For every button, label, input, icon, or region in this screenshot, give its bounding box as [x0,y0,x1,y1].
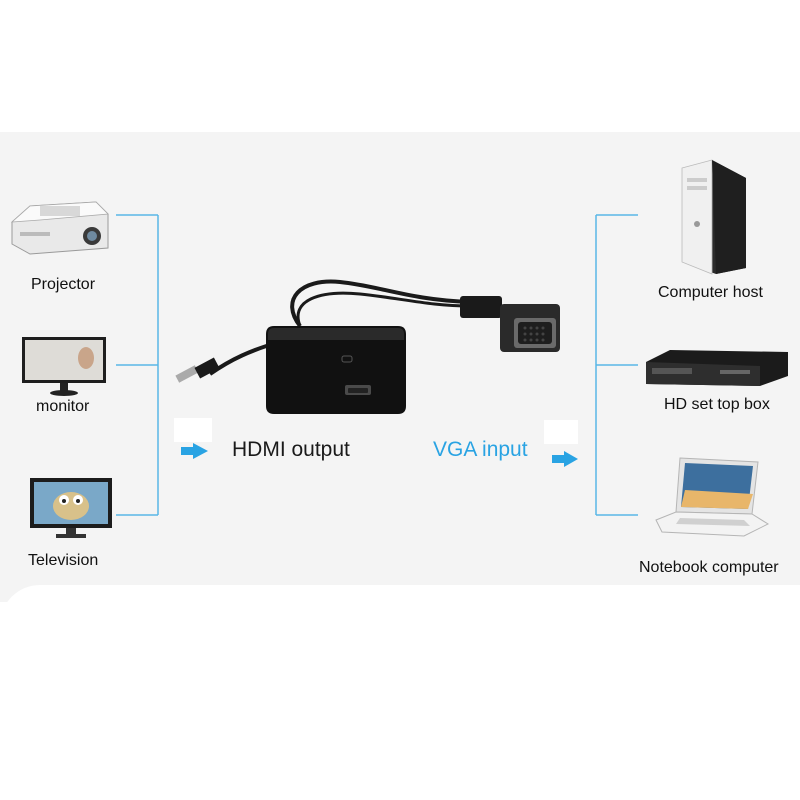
device-label-computer-host: Computer host [658,284,763,301]
device-label-television: Television [28,552,99,569]
hdmi-arrow-chip [174,418,212,442]
set-top-box-icon [646,350,788,386]
television-icon [30,478,112,538]
monitor-icon [22,337,106,396]
device-label-set-top-box: HD set top box [664,396,770,413]
hdmi-output-label: HDMI output [232,438,350,461]
vga-to-hdmi-adapter-icon [175,279,560,414]
device-label-notebook-computer: Notebook computer [639,559,779,576]
left-connector-lines [116,214,159,516]
vga-input-label: VGA input [433,438,528,461]
device-label-monitor: monitor [36,398,90,415]
computer-tower-icon [681,159,746,275]
laptop-icon [655,457,770,537]
vga-arrow-icon [552,451,578,467]
right-connector-lines [595,214,638,516]
device-label-projector: Projector [31,276,96,293]
hdmi-arrow-icon [181,443,208,459]
vga-arrow-chip [544,420,578,444]
projector-icon [10,201,109,255]
bottom-white-area [0,585,800,800]
